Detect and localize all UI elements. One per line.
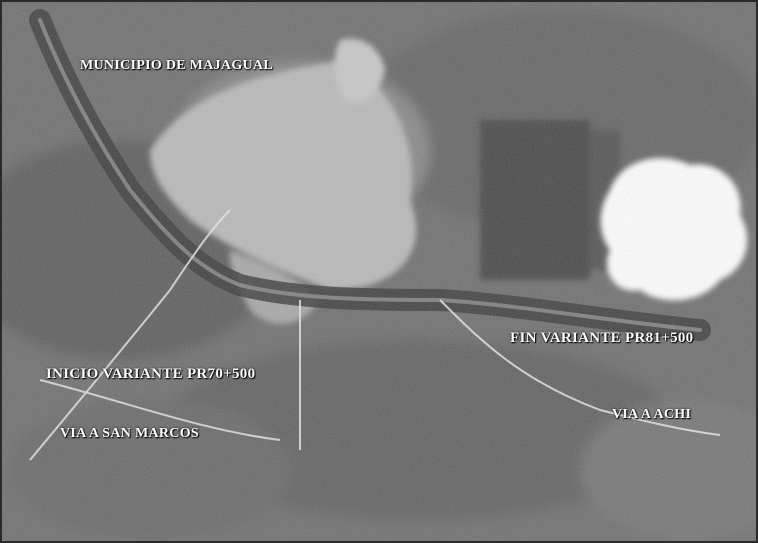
label-via-san-marcos: VIA A SAN MARCOS [60,426,199,441]
label-fin-variante: FIN VARIANTE PR81+500 [510,330,694,346]
label-municipio-de-majagual: MUNICIPIO DE MAJAGUAL [80,58,273,73]
label-via-achi: VIA A ACHI [612,407,692,422]
label-inicio-variante: INICIO VARIANTE PR70+500 [46,366,256,382]
